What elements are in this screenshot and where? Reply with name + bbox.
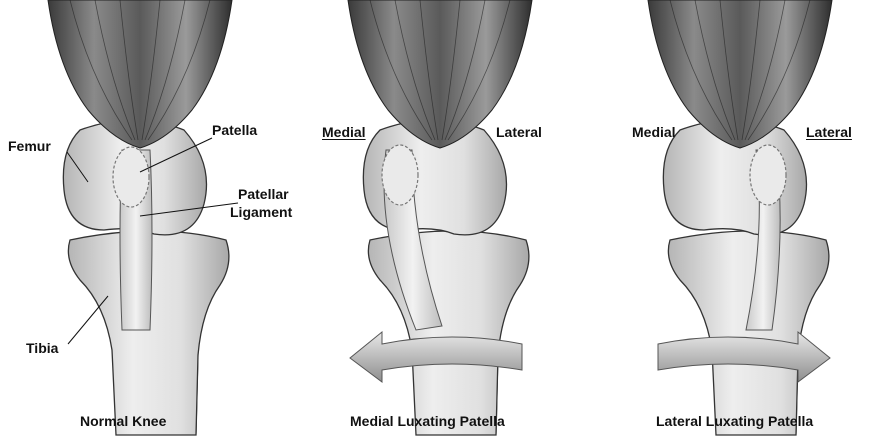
lateral-label-panel2: Lateral — [496, 124, 542, 140]
patella-label: Patella — [212, 122, 257, 138]
medial-luxating-caption: Medial Luxating Patella — [350, 413, 505, 429]
femur-label: Femur — [8, 138, 51, 154]
lateral-luxating-illustration — [648, 0, 832, 435]
medial-label-panel2: Medial — [322, 124, 366, 140]
patellar-ligament-label-line1: Patellar — [238, 186, 289, 202]
patellar-ligament-label-line2: Ligament — [230, 204, 292, 220]
normal-knee-caption: Normal Knee — [80, 413, 166, 429]
medial-luxating-illustration — [348, 0, 532, 435]
tibia-label: Tibia — [26, 340, 58, 356]
lateral-luxating-caption: Lateral Luxating Patella — [656, 413, 813, 429]
normal-knee-illustration — [48, 0, 238, 435]
medial-label-panel3: Medial — [632, 124, 676, 140]
lateral-label-panel3: Lateral — [806, 124, 852, 140]
